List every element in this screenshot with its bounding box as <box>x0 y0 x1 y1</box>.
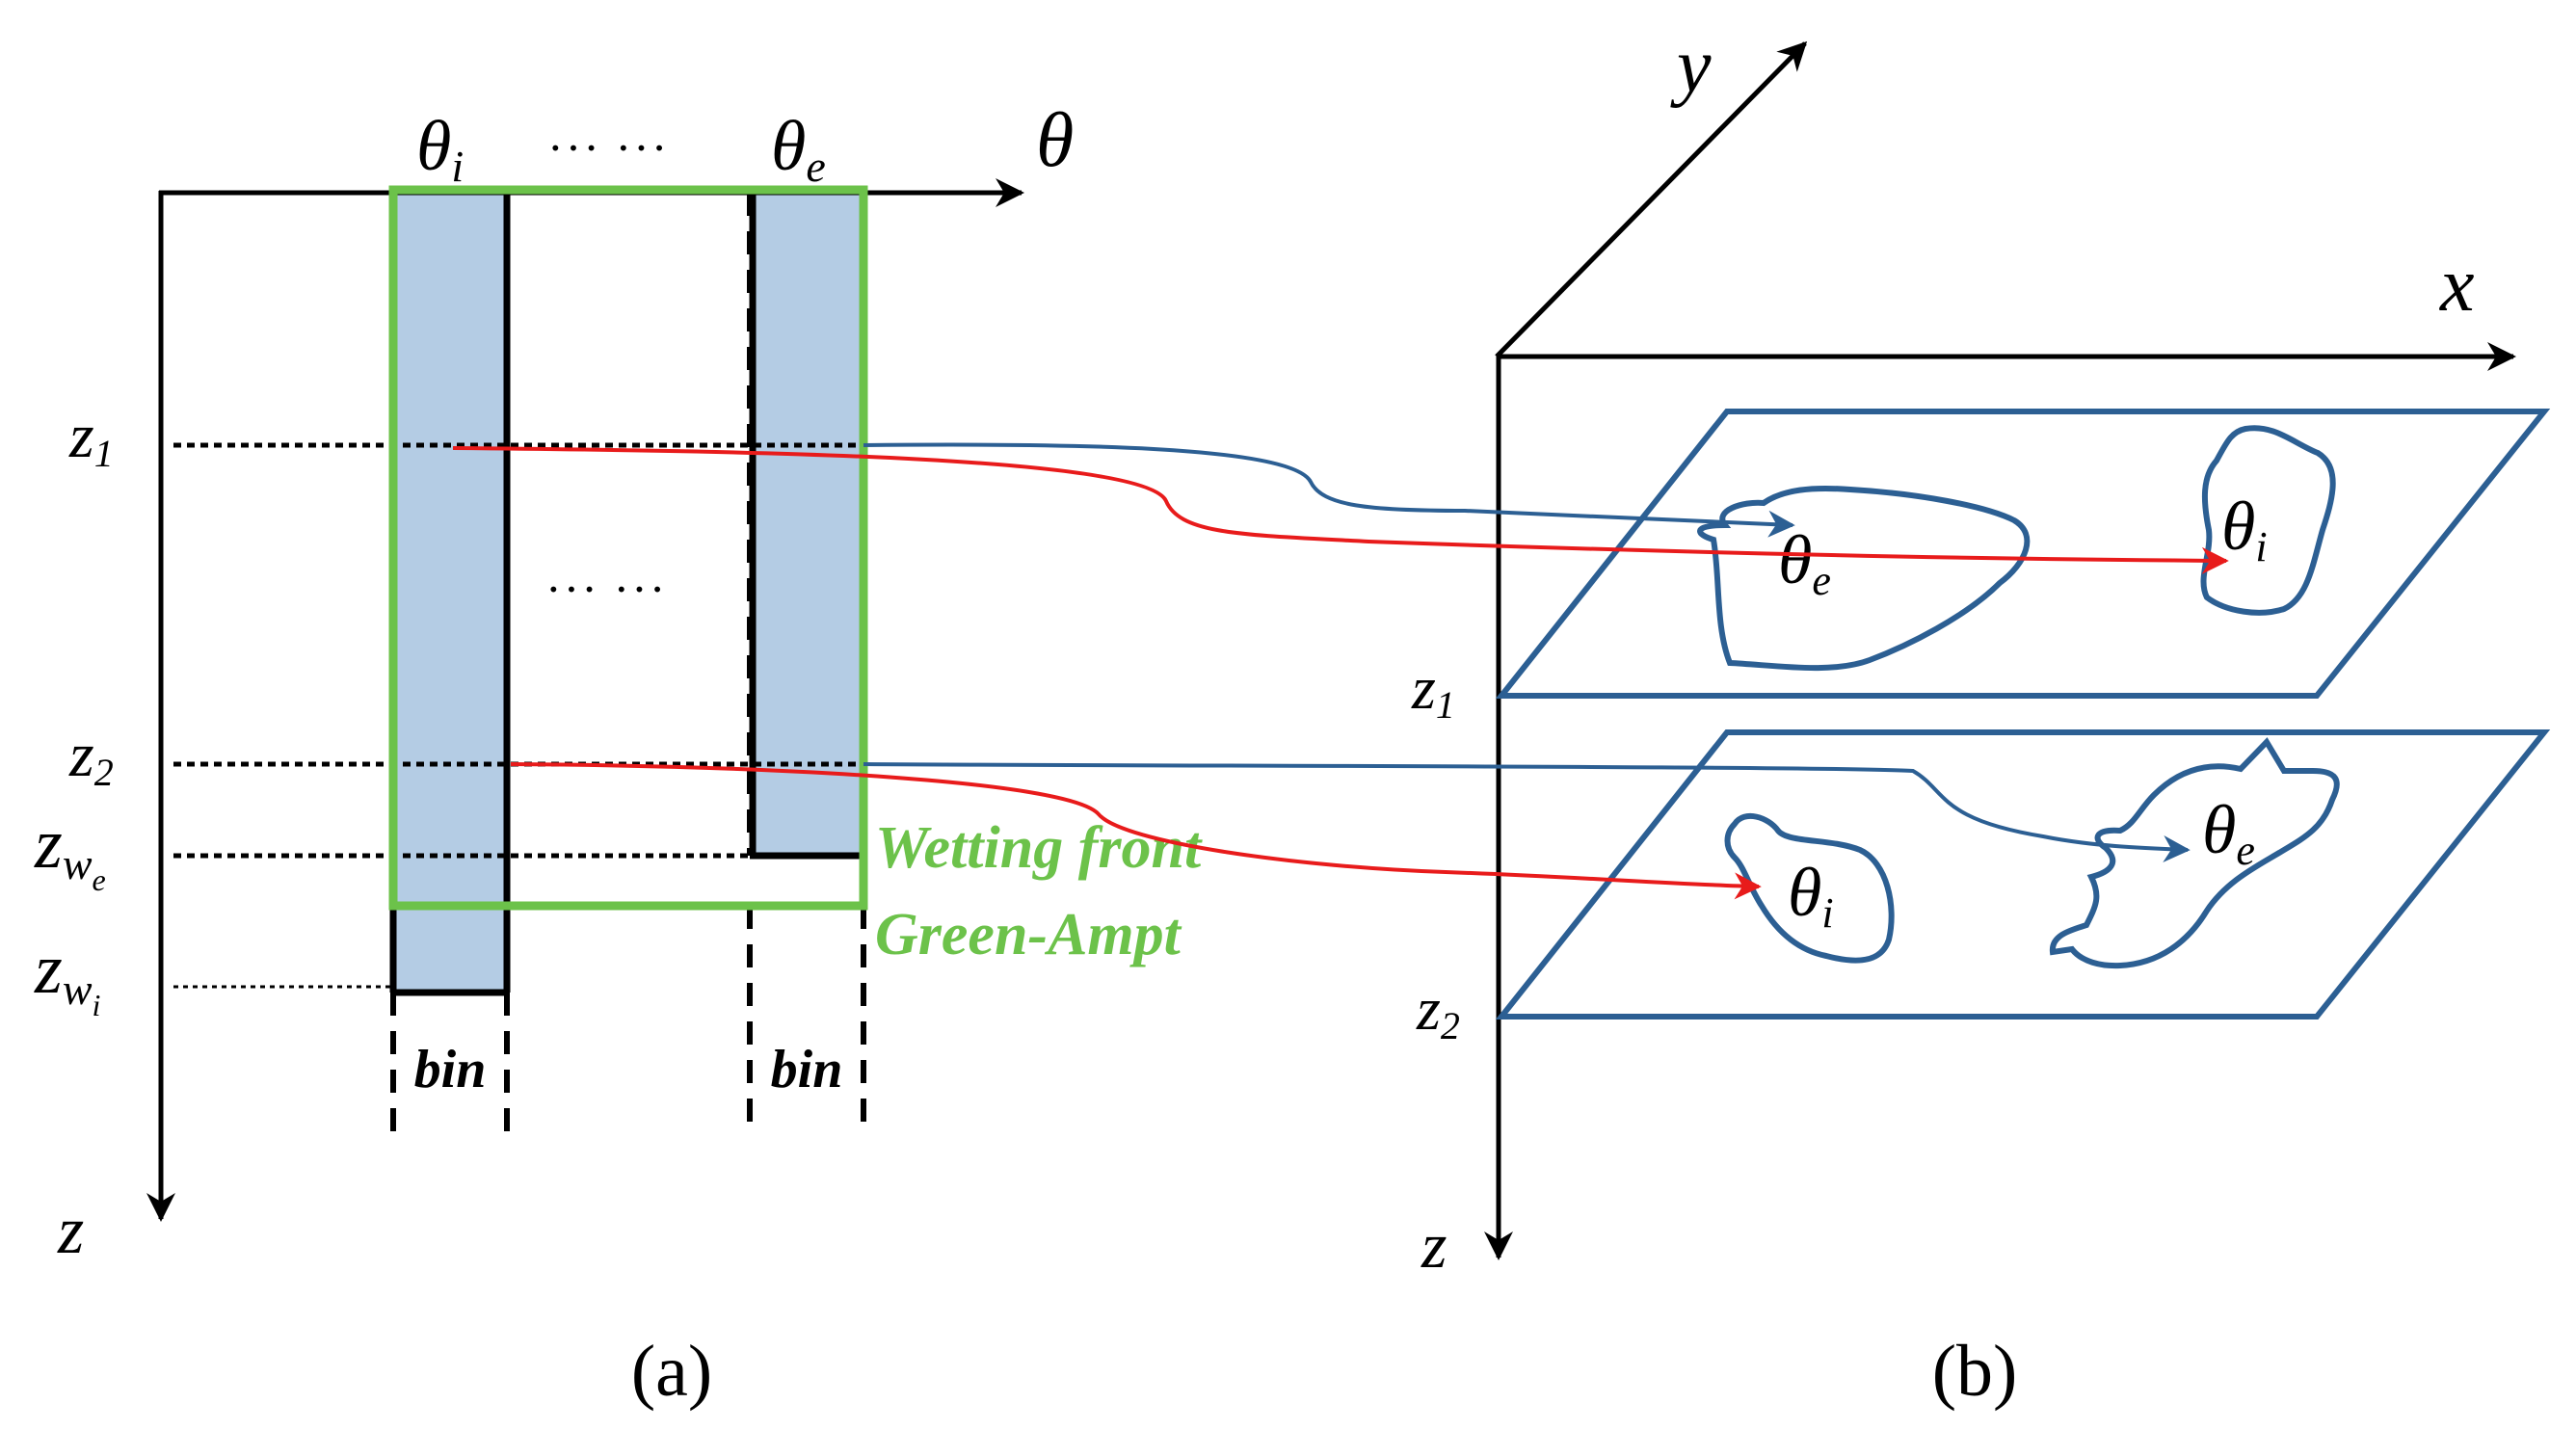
panel-b: y x z z1 z2 θe θi θi θe (b) <box>1411 24 2551 1412</box>
caption-a: (a) <box>631 1331 712 1412</box>
theta-e-bottom-label: θe <box>2202 791 2255 874</box>
theta-e-label: θe <box>771 107 826 191</box>
bin-theta-i <box>393 193 507 993</box>
panel-a: θi ··· ··· θe θ ··· ··· z1 z2 zwe zwi z … <box>34 98 1203 1412</box>
arrow-blue-z1 <box>863 442 1795 538</box>
bin-label-left: bin <box>414 1040 487 1099</box>
plane-z1-label: z1 <box>1411 653 1455 727</box>
bin-theta-e <box>750 193 863 856</box>
x-axis-label: x <box>2439 243 2475 328</box>
region-theta-i-top <box>2200 425 2336 616</box>
mid-ellipsis: ··· ··· <box>545 562 667 616</box>
connector-arrows <box>452 442 2229 900</box>
wetting-front-label: Wetting front <box>875 815 1203 881</box>
plane-z1 <box>1495 409 2551 699</box>
bin-label-right: bin <box>771 1040 843 1099</box>
arrow-red-z2 <box>510 762 1762 900</box>
bin-dashed-extensions <box>390 193 866 1132</box>
theta-e-top-label: θe <box>1778 521 1831 604</box>
zwe-label: zwe <box>34 805 106 897</box>
z-axis-label-a: z <box>57 1194 84 1268</box>
plane-z2 <box>1495 729 2551 1020</box>
z1-label: z1 <box>68 401 114 475</box>
top-ellipsis: ··· ··· <box>547 120 669 174</box>
caption-b: (b) <box>1932 1331 2018 1412</box>
theta-axis-label: θ <box>1036 98 1074 183</box>
zwi-label: zwi <box>34 930 100 1022</box>
green-ampt-box <box>388 185 868 911</box>
region-theta-e-top <box>1697 485 2031 672</box>
region-theta-i-bottom <box>1724 812 1895 964</box>
arrow-blue-z2 <box>863 762 2191 862</box>
region-theta-e-bottom <box>2049 737 2340 969</box>
theta-i-top-label: θi <box>2221 488 2268 570</box>
green-ampt-label: Green-Ampt <box>875 902 1182 967</box>
y-axis-label: y <box>1670 24 1712 109</box>
theta-i-label: θi <box>416 107 464 191</box>
y-axis <box>1495 40 1808 358</box>
plane-z2-label: z2 <box>1416 974 1460 1047</box>
theta-i-bottom-label: θi <box>1788 854 1834 937</box>
z2-label: z2 <box>68 720 114 794</box>
arrow-red-z1 <box>452 446 2229 574</box>
z-axis-label-b: z <box>1421 1208 1447 1282</box>
